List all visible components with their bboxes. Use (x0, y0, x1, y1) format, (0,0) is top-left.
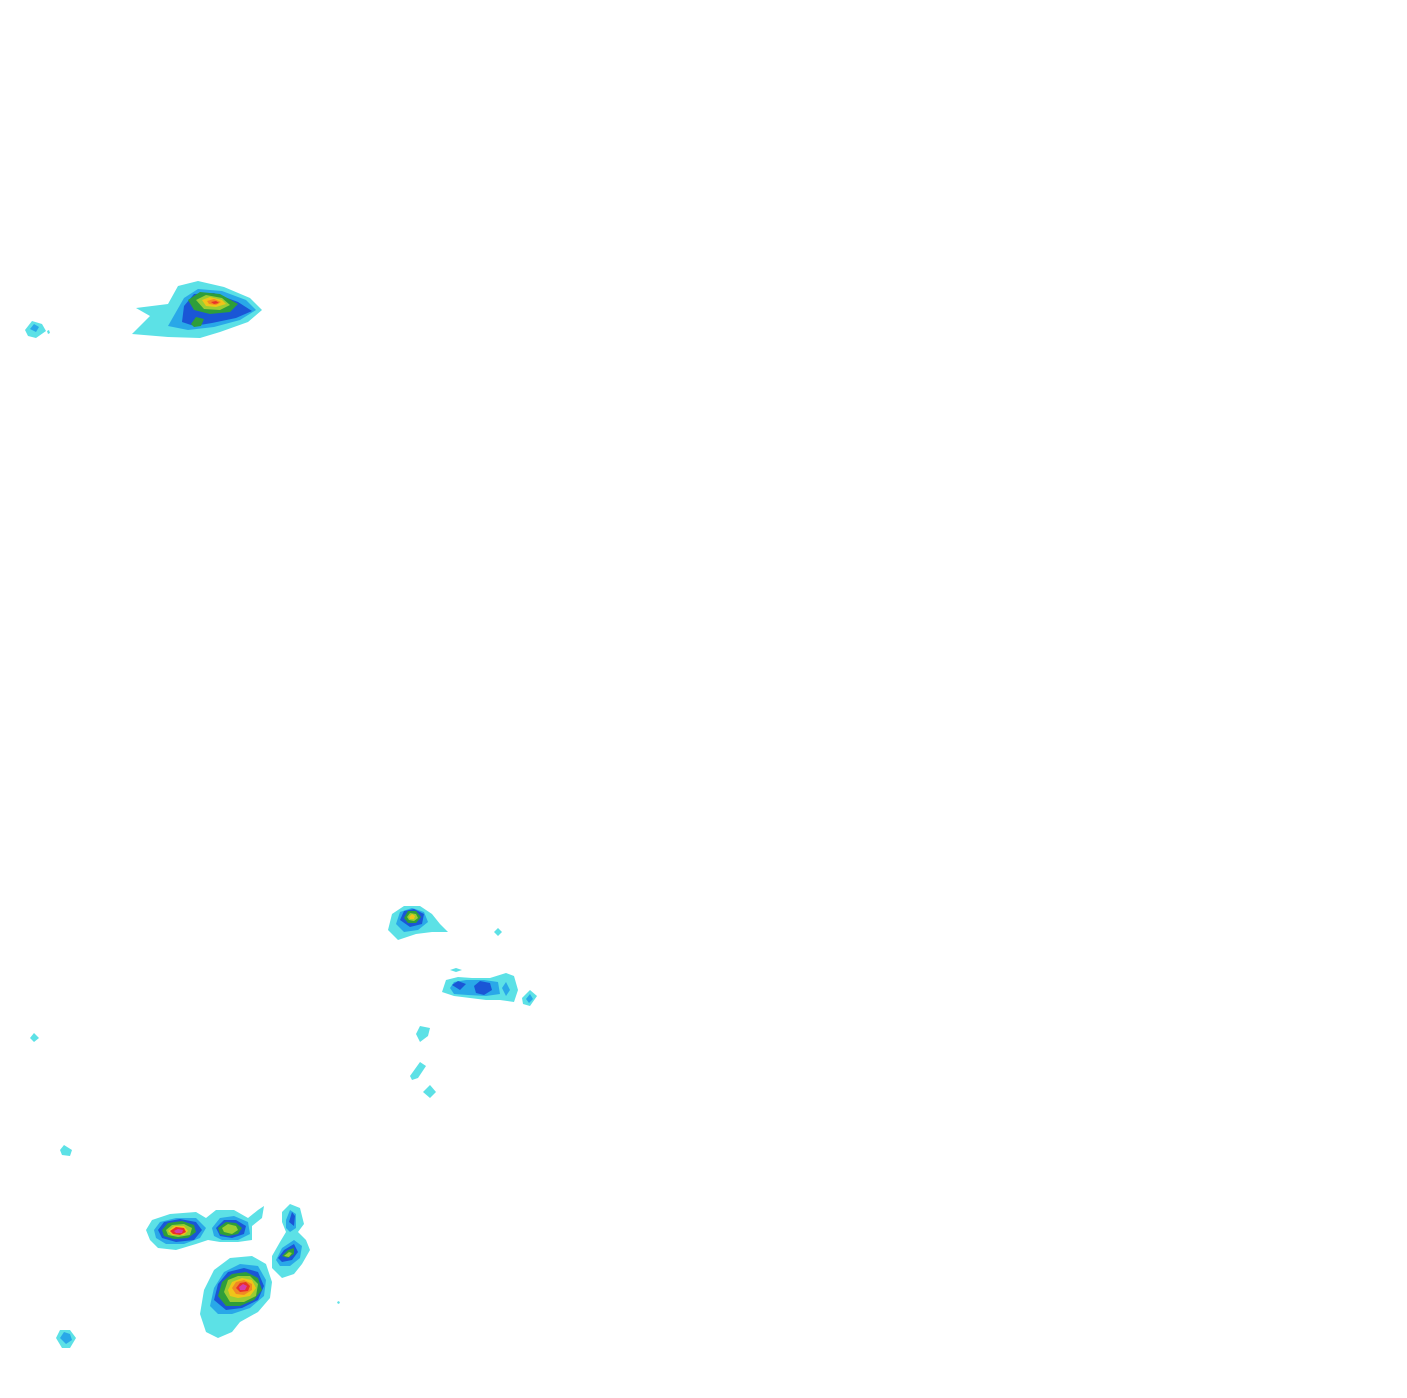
contour-level-1 (47, 330, 50, 334)
contour-level-1 (337, 1301, 340, 1304)
contour-level-2 (502, 982, 510, 996)
contour-level-5 (222, 1224, 238, 1234)
contour-level-1 (494, 928, 502, 936)
contour-level-5 (284, 1252, 292, 1257)
contour-level-2 (60, 1332, 72, 1344)
contour-level-2 (526, 994, 533, 1003)
cell-center-north (388, 906, 502, 940)
contour-level-4 (191, 317, 204, 327)
contour-level-2 (30, 324, 39, 332)
contour-level-1 (30, 1033, 39, 1042)
contour-level-1 (60, 1145, 72, 1156)
contour-level-1 (423, 1085, 436, 1098)
cell-center-scatter (410, 1026, 436, 1098)
cell-center-band (442, 968, 537, 1006)
cell-southwest-mid (212, 1216, 250, 1240)
cell-northwest-large (132, 281, 262, 338)
contour-level-1 (450, 968, 462, 972)
contour-level-3 (289, 1212, 295, 1226)
cell-northwest-small (25, 321, 50, 338)
contour-level-3 (474, 981, 492, 995)
cell-west-dots (30, 1033, 72, 1156)
contour-level-9 (174, 1229, 183, 1233)
contour-level-1 (416, 1026, 430, 1042)
cell-southwest-small (56, 1330, 76, 1348)
contour-level-3 (452, 981, 466, 990)
cell-southwest-arm (272, 1204, 310, 1278)
cell-southwest-main (200, 1256, 340, 1338)
contour-level-9 (239, 1284, 247, 1290)
contour-level-1 (410, 1062, 426, 1080)
contour-level-6 (409, 914, 415, 919)
contour-level-8 (211, 301, 219, 304)
